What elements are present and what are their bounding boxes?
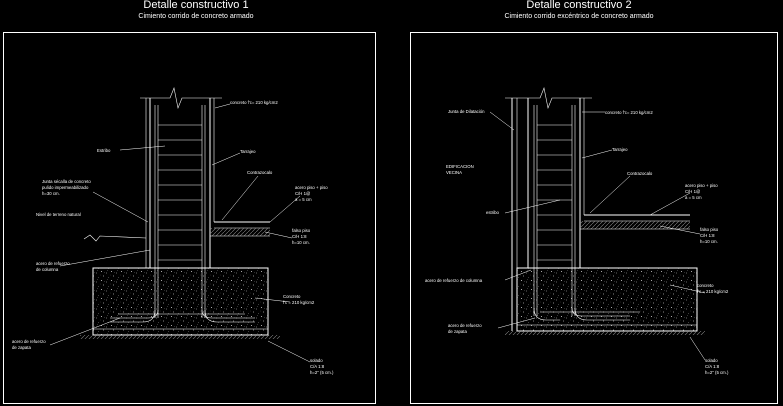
label-contrazocalo: Contrazocalo xyxy=(247,170,273,175)
label-falso-piso-b-3: h=10 cm. xyxy=(700,239,718,244)
label-estribo: Estribo xyxy=(97,148,111,153)
label-acero-piso-b-3: a = 5 cm xyxy=(685,195,702,200)
label-contrazocalo-2: Contrazocalo xyxy=(627,171,653,176)
label-acero-piso-b: acero piso + piso xyxy=(685,183,718,188)
detail1-break-line xyxy=(140,86,222,110)
label-junta-dilatacion: Junta de Dilatación xyxy=(448,109,485,114)
label-falso-piso-b-2: C/H 1:8 xyxy=(700,233,715,238)
detail1-ground-line xyxy=(83,234,147,242)
detail2-subtitle: Cimiento corrido excéntrico de concreto … xyxy=(504,13,654,20)
label-concreto: Concreto xyxy=(283,294,301,299)
label-falso-piso-b: falso piso xyxy=(700,227,719,232)
label-acero-zapata: acero de refuerzo xyxy=(12,339,46,344)
label-junta-3: h=30 cm. xyxy=(42,191,60,196)
label-acero-piso-2: C/H 1@ xyxy=(295,191,310,196)
label-acero-zapata-2: de zapata xyxy=(12,345,31,350)
detail1-footing xyxy=(93,268,268,335)
label-junta-2: pulido impermeabilizado xyxy=(42,185,89,190)
detail1-subtitle: Cimiento corrido de concreto armado xyxy=(138,13,254,20)
label-junta: Junta sécalla de concreto xyxy=(42,179,91,184)
label-solado-2: C/A 1:8 xyxy=(310,364,325,369)
detail2-drawing: Junta de Dilatación concreto f'c= 210 kg… xyxy=(425,86,729,375)
detail2-footing xyxy=(517,268,697,331)
label-solado-3: h=2" (5 cm.) xyxy=(310,370,334,375)
detail2-title: Detalle constructivo 2 xyxy=(526,0,632,11)
label-acero-piso-b-2: C/H 1@ xyxy=(685,189,700,194)
label-nivel-terreno: Nivel de terreno natural xyxy=(36,212,81,217)
label-tarrajeo: Tarrajeo xyxy=(240,149,256,154)
label-tarrajeo-2: Tarrajeo xyxy=(612,147,628,152)
detail1-drawing: concreto f'c= 210 kg/cm2 Estribo Tarraje… xyxy=(12,86,334,375)
label-edificacion: EDIFICACION xyxy=(446,164,474,169)
detail1-stirrups xyxy=(158,124,202,261)
label-falso-piso-3: h=10 cm. xyxy=(292,240,310,245)
detail1-base-hatch xyxy=(80,335,280,339)
label-acero-zapata-b-2: de zapata xyxy=(448,329,467,334)
label-acero-piso: acero piso + piso xyxy=(295,185,328,190)
detail2-stirrups xyxy=(537,124,572,261)
label-acero-piso-3: a = 5 cm xyxy=(295,197,312,202)
detail2-frame xyxy=(410,32,778,404)
label-solado-b-3: h=2" (5 cm.) xyxy=(705,370,729,375)
label-concrete-top-2: concreto f'c= 210 kg/cm2 xyxy=(605,110,653,115)
label-concreto-b: concreto xyxy=(697,283,714,288)
label-acero-columna-b: acero de refuerzo de columna xyxy=(425,278,483,283)
label-falso-piso: falso piso xyxy=(292,228,311,233)
label-estribo-2: estribo xyxy=(486,210,500,215)
label-acero-columna-2: de columna xyxy=(36,267,59,272)
label-edificacion-2: VECINA xyxy=(446,170,462,175)
label-concreto-2: f'c = 210 kg/cm2 xyxy=(283,300,315,305)
label-falso-piso-2: C/H 1:8 xyxy=(292,234,307,239)
detail1-title: Detalle constructivo 1 xyxy=(143,0,249,11)
label-solado: solado xyxy=(310,358,323,363)
label-solado-b-2: C/A 1:8 xyxy=(705,364,720,369)
label-solado-b: solado xyxy=(705,358,718,363)
label-concreto-b-2: f'c = 210 kg/cm2 xyxy=(697,289,729,294)
detail1-frame xyxy=(3,32,376,404)
label-acero-columna: acero de refuerzo xyxy=(36,261,70,266)
label-concrete-top: concreto f'c= 210 kg/cm2 xyxy=(230,100,278,105)
label-acero-zapata-b: acero de refuerzo xyxy=(448,323,482,328)
